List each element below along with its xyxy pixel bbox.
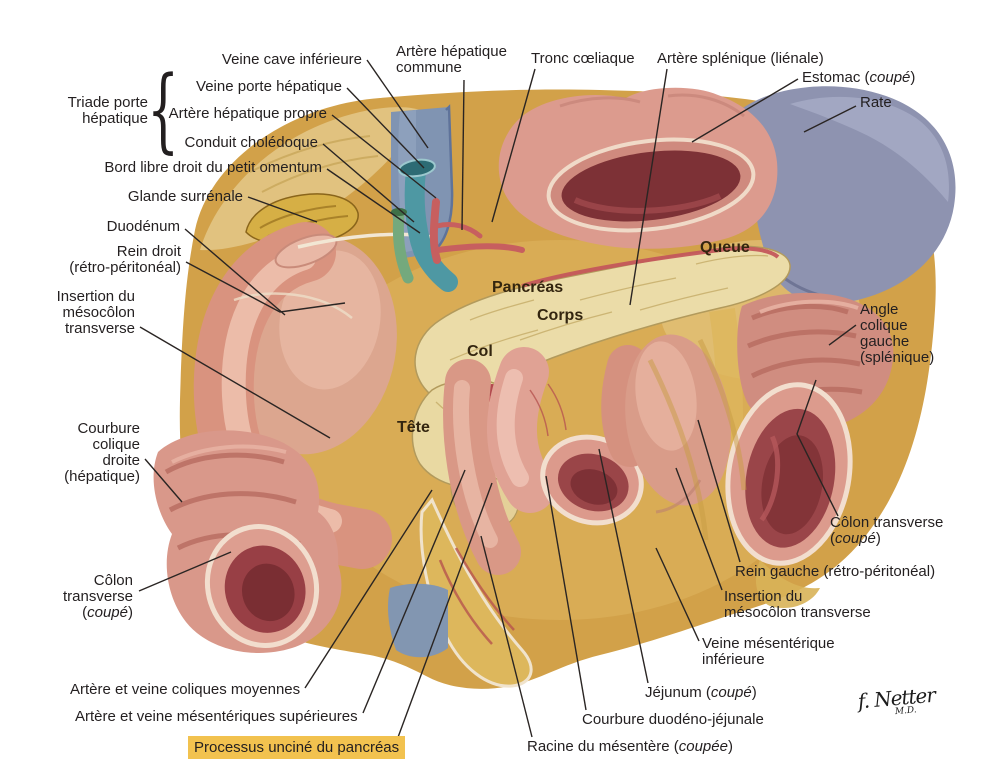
label-line-text: Rein gauche (rétro-péritonéal) (735, 563, 936, 580)
label-rein-droit: Rein droit(rétro-péritonéal) (69, 244, 181, 276)
label-arteres-veines-coliques-moyennes: Artère et veine coliques moyennes (70, 682, 300, 698)
label-line-text: Insertion du (724, 588, 803, 605)
label-line-text: Artère et veine coliques moyennes (70, 681, 301, 698)
label-line-text: Artère hépatique propre (168, 105, 327, 122)
label-rein-gauche: Rein gauche (rétro-péritonéal) (735, 564, 935, 580)
label-line-text: Courbure duodéno-jéjunale (582, 711, 764, 728)
label-line-text: Glande surrénale (127, 188, 243, 205)
label-line-text: mésocôlon transverse (724, 604, 871, 621)
label-line-text: Courbure (77, 420, 140, 437)
label-line-text: (rétro-péritonéal) (69, 259, 181, 276)
label-line-text: Racine du mésentère (coupée) (527, 738, 733, 755)
label-line-text: commune (396, 59, 462, 76)
label-duodenum: Duodénum (107, 219, 180, 235)
label-line-text: Jéjunum (coupé) (645, 684, 757, 701)
label-line-text: (coupé) (82, 604, 133, 621)
label-line-text: Angle (860, 301, 899, 318)
label-artere-splenique: Artère splénique (liénale) (657, 51, 824, 67)
label-line-text: Duodénum (106, 218, 180, 235)
label-line-text: Côlon (93, 572, 133, 589)
triad-brace: { (147, 56, 180, 163)
label-estomac: Estomac (coupé) (802, 70, 915, 86)
label-line-text: inférieure (702, 651, 765, 668)
label-line-text: (splénique) (860, 349, 935, 366)
part-label-pancreas-name: Pancréas (492, 279, 564, 296)
label-tronc-coeliaque: Tronc cœliaque (531, 51, 635, 67)
label-line-text: gauche (860, 333, 910, 350)
label-line-text: (hépatique) (64, 468, 140, 485)
label-bord-libre-petit-omentum: Bord libre droit du petit omentum (104, 160, 322, 176)
label-line-text: Veine mésentérique (702, 635, 835, 652)
label-line-text: Rate (860, 94, 892, 111)
label-line-text: Veine porte hépatique (196, 78, 342, 95)
label-line-text: Artère splénique (liénale) (657, 50, 824, 67)
label-arteres-veines-mesenteriques-sup: Artère et veine mésentériques supérieure… (75, 709, 358, 725)
label-line-text: Rein droit (116, 243, 181, 260)
part-label-pancreas-queue: Queue (700, 239, 750, 256)
label-line-text: hépatique (82, 110, 148, 127)
label-line-text: Artère et veine mésentériques supérieure… (75, 708, 358, 725)
label-line-text: transverse (62, 588, 133, 605)
label-courbure-duodeno-jejunale: Courbure duodéno-jéjunale (582, 712, 764, 728)
label-conduit-choledoque: Conduit cholédoque (185, 135, 318, 151)
label-line-text: Veine cave inférieure (221, 51, 362, 68)
label-line-text: transverse (64, 320, 135, 337)
part-label-pancreas-tete: Tête (397, 419, 430, 436)
label-line-text: Artère hépatique (396, 43, 507, 60)
label-line-text: Bord libre droit du petit omentum (104, 159, 322, 176)
label-line-text: mésocôlon (62, 304, 135, 321)
label-line-text: Insertion du (56, 288, 135, 305)
label-line-text: Triade porte (67, 94, 148, 111)
label-veine-porte-hepatique: Veine porte hépatique (196, 79, 342, 95)
part-label-pancreas-corps: Corps (537, 307, 584, 324)
label-artere-hepatique-propre: Artère hépatique propre (169, 106, 327, 122)
label-line-text: droite (102, 452, 140, 469)
label-jejunum: Jéjunum (coupé) (645, 685, 757, 701)
label-line-text: Processus unciné du pancréas (194, 739, 400, 756)
label-line-text: Estomac (coupé) (802, 69, 916, 86)
label-line-text: (coupé) (830, 530, 881, 547)
part-label-pancreas-col: Col (467, 343, 493, 360)
label-veine-cave-inferieure: Veine cave inférieure (222, 52, 362, 68)
right-colon-shape (153, 430, 342, 653)
label-colon-transverse-droit: Côlon transverse(coupé) (830, 515, 943, 547)
label-line-text: colique (92, 436, 140, 453)
label-line-text: Côlon transverse (830, 514, 944, 531)
label-processus-uncine: Processus unciné du pancréas (188, 736, 406, 759)
label-rate: Rate (860, 95, 892, 111)
label-glande-surrenale: Glande surrénale (128, 189, 243, 205)
label-racine-mesentere: Racine du mésentère (coupée) (527, 739, 733, 755)
label-line-text: colique (860, 317, 908, 334)
label-line-text: Tronc cœliaque (531, 50, 635, 67)
label-line-text: Conduit cholédoque (184, 134, 318, 151)
